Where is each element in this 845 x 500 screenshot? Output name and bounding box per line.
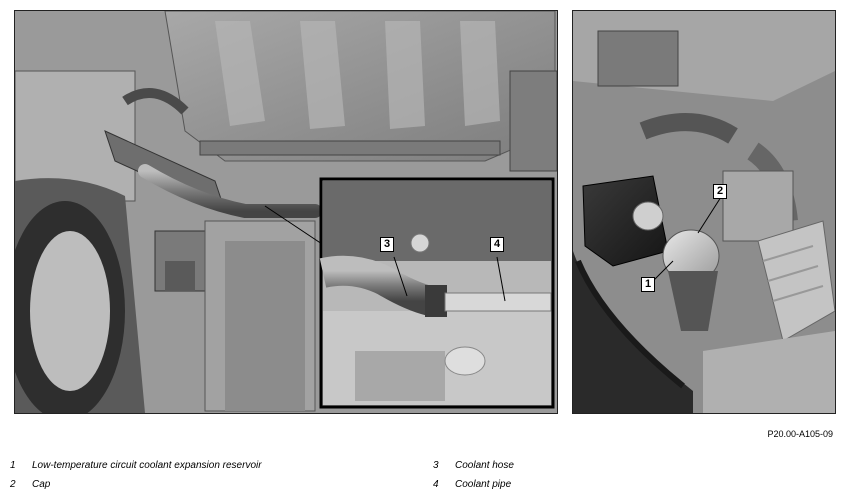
legend-text: Low-temperature circuit coolant expansio… <box>32 460 262 471</box>
callout-2: 2 <box>713 184 727 199</box>
left-illustration: 3 4 <box>14 10 558 414</box>
left-illustration-drawing <box>15 11 557 413</box>
legend-number: 2 <box>10 479 16 490</box>
legend-text: Cap <box>32 479 51 490</box>
legend-number: 3 <box>433 460 439 471</box>
figure-reference: P20.00-A105-09 <box>767 429 833 439</box>
right-illustration: 2 1 <box>572 10 836 414</box>
callout-3: 3 <box>380 237 394 252</box>
legend-text: Coolant pipe <box>455 479 512 490</box>
callout-4: 4 <box>490 237 504 252</box>
legend-text: Coolant hose <box>455 460 514 471</box>
legend-number: 1 <box>10 460 16 471</box>
legend-number: 4 <box>433 479 439 490</box>
right-illustration-drawing <box>573 11 835 413</box>
callout-1: 1 <box>641 277 655 292</box>
